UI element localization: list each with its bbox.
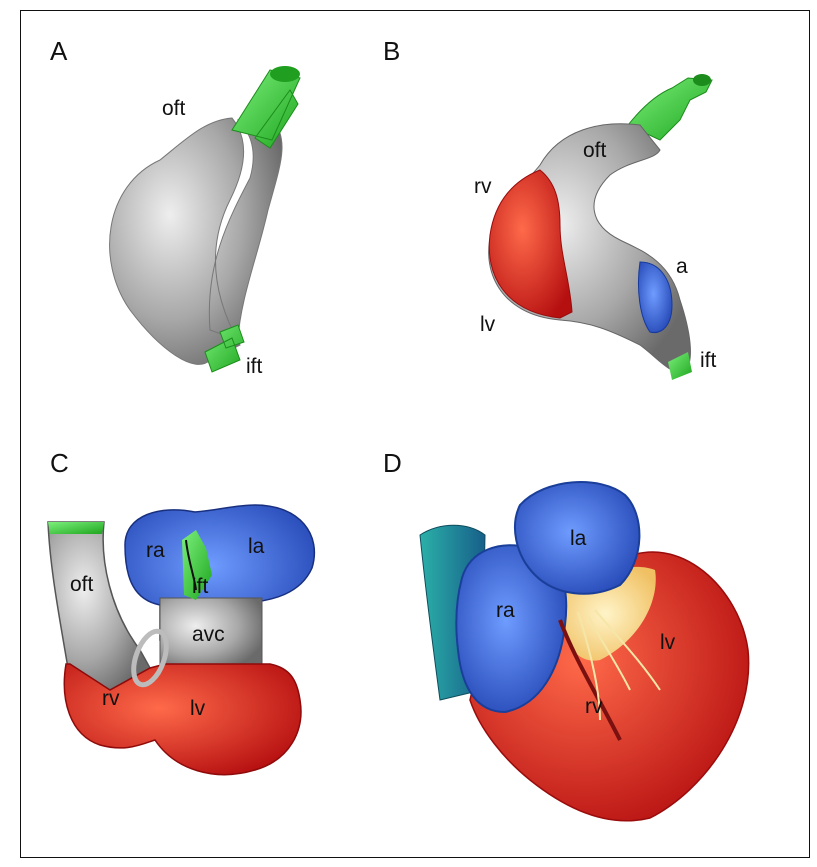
panel-b-vessel-opening bbox=[693, 74, 711, 86]
panel-a-outflow-vessels bbox=[232, 70, 300, 148]
label-c-oft: oft bbox=[70, 574, 93, 595]
label-b-oft: oft bbox=[583, 140, 606, 161]
label-c-ift: ift bbox=[192, 576, 208, 597]
label-d-la: la bbox=[570, 528, 586, 549]
label-b-a: a bbox=[676, 256, 688, 277]
label-b-ift: ift bbox=[700, 350, 716, 371]
label-b-rv: rv bbox=[474, 176, 492, 197]
label-d-ra: ra bbox=[496, 600, 515, 621]
label-a-ift: ift bbox=[246, 356, 262, 377]
label-c-rv: rv bbox=[102, 688, 120, 709]
panel-b-looping-heart bbox=[489, 74, 712, 380]
panel-label-c: C bbox=[50, 448, 69, 479]
panel-c-outflow-rim bbox=[48, 522, 104, 534]
panel-label-b: B bbox=[383, 36, 400, 67]
panel-label-a: A bbox=[50, 36, 67, 67]
label-c-lv: lv bbox=[190, 698, 205, 719]
label-c-la: la bbox=[248, 536, 264, 557]
panel-a-heart-tube bbox=[110, 66, 300, 372]
label-b-lv: lv bbox=[480, 314, 495, 335]
label-d-lv: lv bbox=[660, 632, 675, 653]
label-d-rv: rv bbox=[585, 696, 603, 717]
panel-label-d: D bbox=[383, 448, 402, 479]
panel-c-septating-heart bbox=[48, 505, 314, 775]
label-a-oft: oft bbox=[162, 98, 185, 119]
label-c-avc: avc bbox=[192, 624, 225, 645]
panel-a-tube-body bbox=[110, 115, 282, 364]
label-c-ra: ra bbox=[146, 540, 165, 561]
panel-a-vessel-opening bbox=[270, 66, 300, 82]
